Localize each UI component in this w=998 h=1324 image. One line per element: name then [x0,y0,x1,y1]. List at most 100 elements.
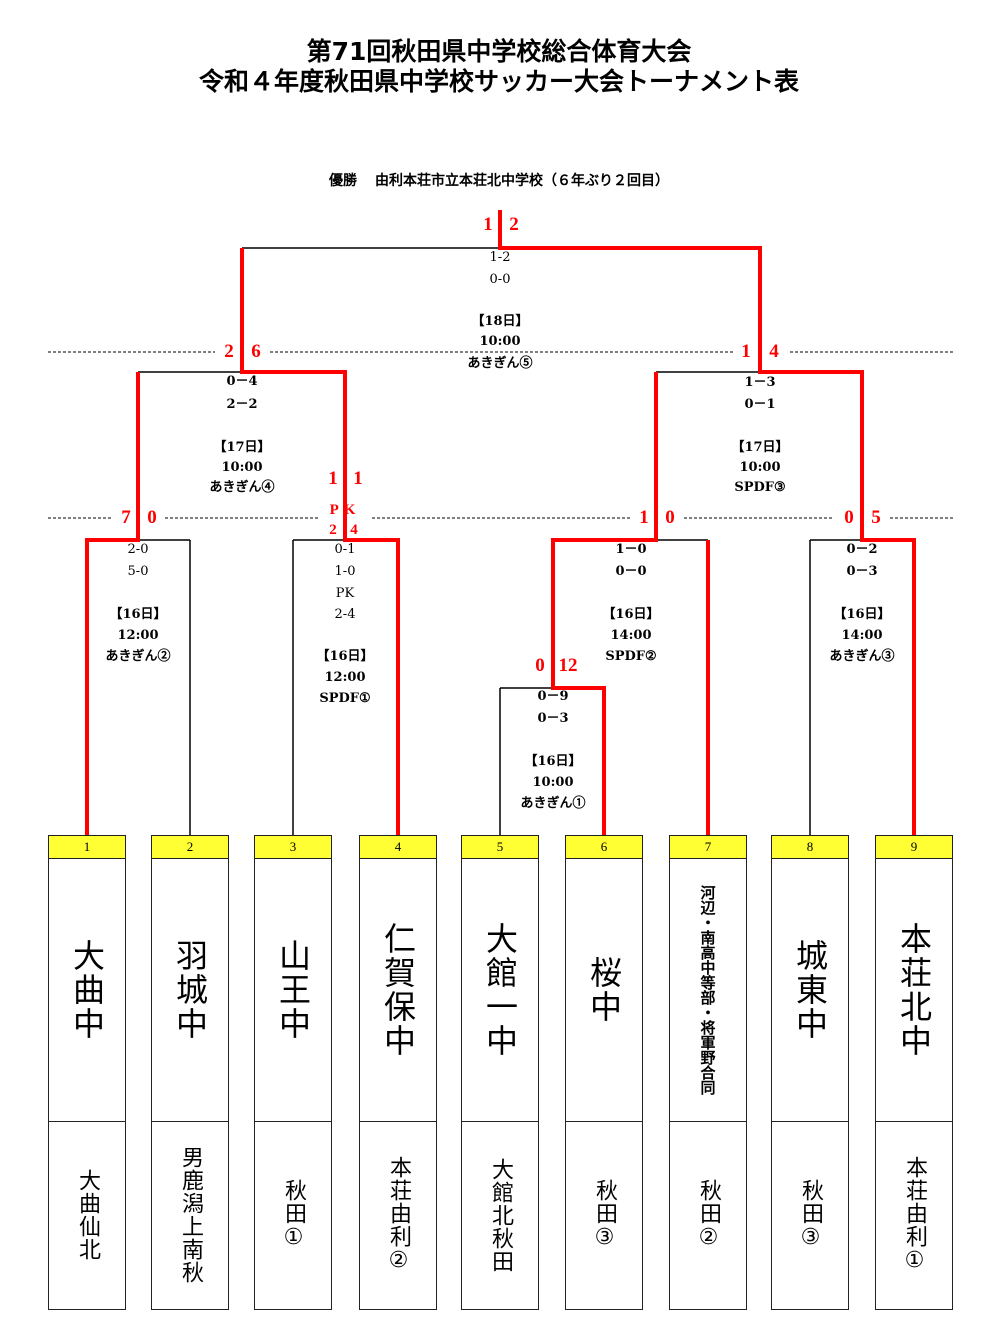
team-seed: 8 [772,836,848,859]
team-name: 羽城中 [171,939,209,1041]
qf2-pk-score: 2-4 [334,607,356,622]
team-name: 桜中 [585,956,623,1024]
final-venue: あきぎん⑤ [467,356,533,371]
qf3-score-1: 1－0 [615,542,647,557]
qf3-date: 【16日】 [602,607,660,622]
team-seed: 5 [462,836,538,859]
team-box: 3 山王中 秋田① [254,835,332,1310]
title-line-1: 第71回秋田県中学校総合体育大会 [306,37,692,66]
qf4-score-2: 0－3 [846,564,878,579]
team-seed: 9 [876,836,952,859]
semi-right-venue: SPDF③ [734,480,786,495]
team-region: 大曲仙北 [75,1169,100,1261]
qf3-right-total: 0 [665,507,675,528]
qf1-time: 12:00 [117,628,159,643]
qf4-left-total: 0 [844,507,854,528]
final-winner-path [498,210,762,372]
semi-left-score-2: 2－2 [226,397,258,412]
champion-text: 由利本荘市立本荘北中学校（６年ぶり２回目） [375,173,669,189]
team-box: 5 大館一中 大館北秋田 [461,835,539,1310]
team-seed: 1 [49,836,125,859]
final-date: 【18日】 [471,314,529,329]
champion-label: 優勝 [329,173,357,189]
qf2-pk-left: 2 [329,522,337,538]
semi-left-winner-path [240,352,347,540]
qf3-venue: SPDF② [605,649,657,664]
qf4-time: 14:00 [841,628,883,643]
qf1-score-1: 2-0 [127,542,149,557]
team-box: 8 城東中 秋田③ [771,835,849,1310]
semi-left-score-1: 0－4 [226,374,258,389]
qf2-score-2: 1-0 [334,564,356,579]
semi-right-left-total: 1 [741,341,751,362]
title-line-2: 令和４年度秋田県中学校サッカー大会トーナメント表 [198,67,799,96]
team-region: 秋田① [281,1179,306,1251]
qf1-winner-path [85,518,140,835]
team-seed: 6 [566,836,642,859]
semi-right-right-total: 4 [769,341,779,362]
semi-left-right-total: 6 [251,341,261,362]
team-name: 大館一中 [481,922,519,1058]
qf4-date: 【16日】 [833,607,891,622]
team-box: 7 河辺・南高中等部・将軍野合同 秋田② [669,835,747,1310]
bracket-black-lines [138,247,862,835]
team-seed: 7 [670,836,746,859]
team-name: 仁賀保中 [379,922,417,1058]
team-region: 本荘由利② [386,1156,411,1274]
champion-banner: 優勝 由利本荘市立本荘北中学校（６年ぶり２回目） [0,170,998,190]
team-name: 本荘北中 [895,922,933,1058]
team-box: 2 羽城中 男鹿潟上南秋 [151,835,229,1310]
qf2-right-total: 1 [353,468,363,489]
prelim-score-1: 0－9 [537,689,569,704]
semi-right-score-2: 0－1 [744,397,776,412]
qf3-left-total: 1 [639,507,649,528]
team-region: 大館北秋田 [488,1157,513,1273]
final-right-total: 2 [509,214,519,235]
team-seed: 3 [255,836,331,859]
qf4-winner-path [860,518,916,835]
qf2-time: 12:00 [324,670,366,685]
semi-left-time: 10:00 [221,460,263,475]
qf2-date: 【16日】 [316,649,374,664]
qf3-score-2: 0－0 [615,564,647,579]
semi-right-winner-path [758,352,864,540]
qf4-right-total: 5 [871,507,881,528]
semi-right-score-1: 1－3 [744,375,776,390]
prelim-right-total: 12 [558,655,578,676]
qf4-venue: あきぎん③ [829,649,895,664]
team-name: 河辺・南高中等部・将軍野合同 [698,885,717,1095]
semi-left-venue: あきぎん④ [209,480,275,495]
prelim-winner-path [551,668,606,835]
final-time: 10:00 [479,334,521,349]
prelim-venue: あきぎん① [520,796,586,811]
team-box: 4 仁賀保中 本荘由利② [359,835,437,1310]
qf2-pk-text: PK [335,586,355,601]
prelim-score-2: 0－3 [537,711,569,726]
qf2-winner-path [343,518,400,835]
semi-right-date: 【17日】 [731,440,789,455]
team-region: 秋田③ [798,1179,823,1251]
prelim-left-total: 0 [535,655,545,676]
team-region: 男鹿潟上南秋 [178,1146,203,1284]
team-region: 秋田③ [592,1179,617,1251]
semi-right-time: 10:00 [739,460,781,475]
qf3-time: 14:00 [610,628,652,643]
team-name: 城東中 [791,939,829,1041]
team-region: 秋田② [696,1179,721,1251]
qf1-score-2: 5-0 [127,564,149,579]
bracket-red-lines [85,210,916,835]
round-separators [48,351,955,519]
team-region: 本荘由利① [902,1156,927,1274]
qf1-date: 【16日】 [109,607,167,622]
team-seed: 2 [152,836,228,859]
final-left-total: 1 [483,214,493,235]
team-name: 山王中 [274,939,312,1041]
prelim-time: 10:00 [532,775,574,790]
team-box: 1 大曲中 大曲仙北 [48,835,126,1310]
qf1-venue: あきぎん② [105,649,171,664]
qf1-left-total: 7 [121,507,131,528]
team-box: 9 本荘北中 本荘由利① [875,835,953,1310]
qf4-score-1: 0－2 [846,542,878,557]
team-box: 6 桜中 秋田③ [565,835,643,1310]
